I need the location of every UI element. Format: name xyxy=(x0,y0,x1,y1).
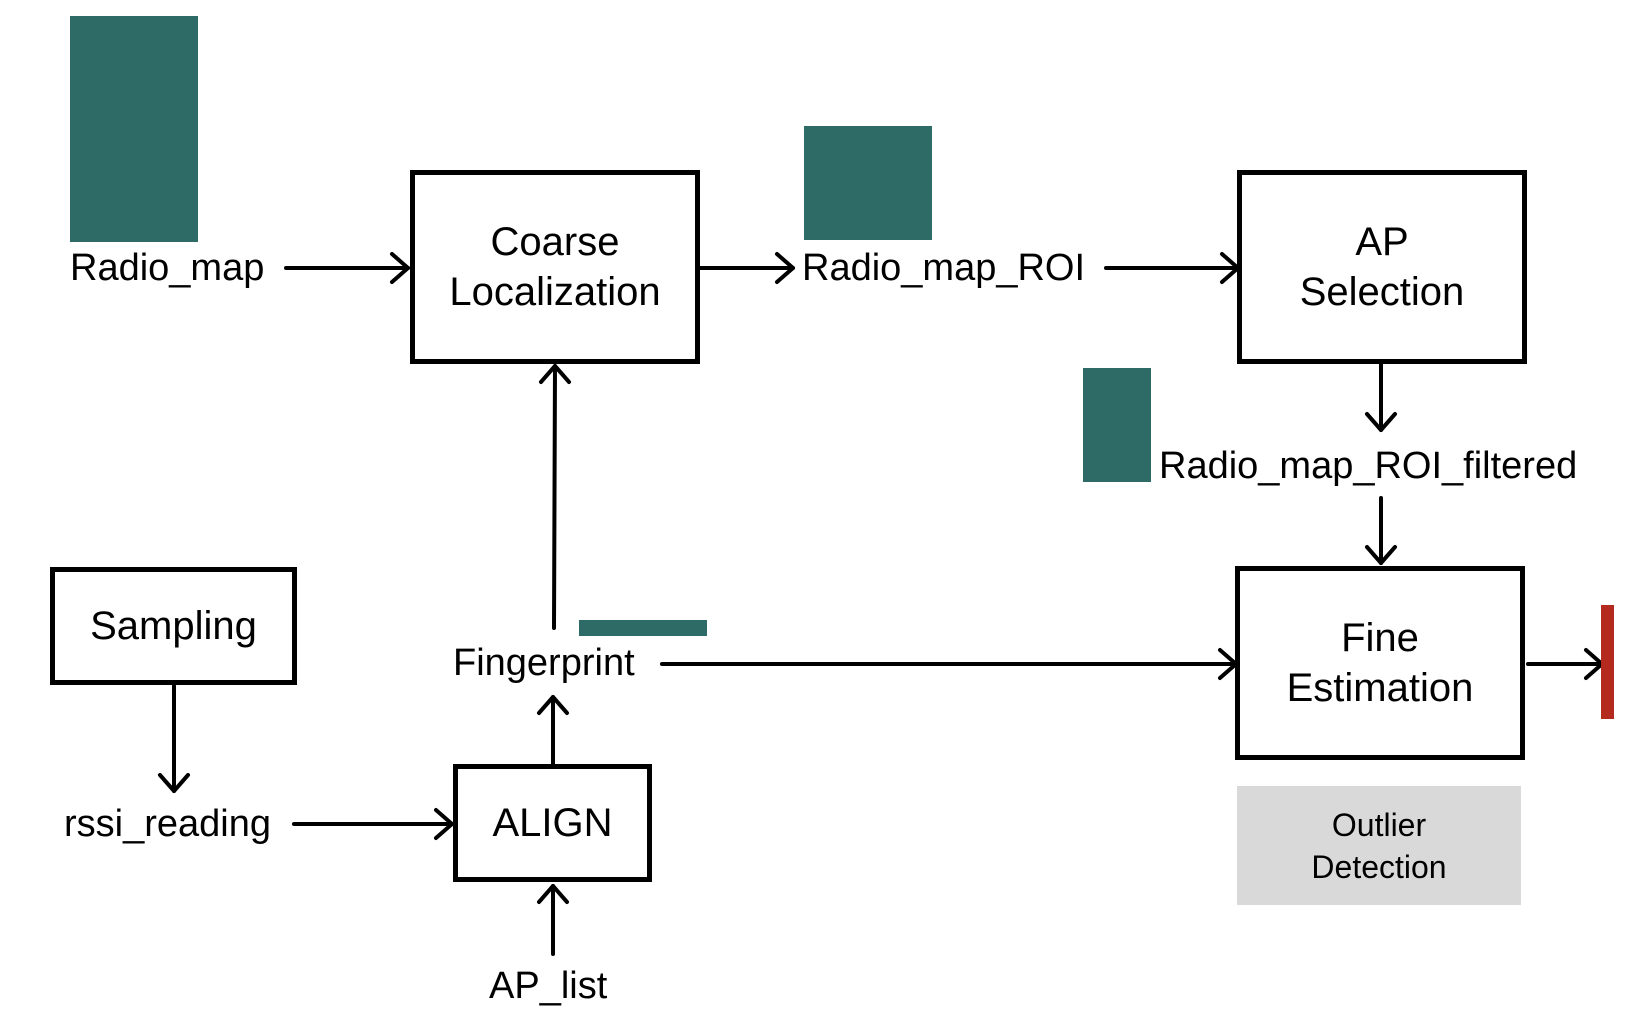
fingerprint-label: Fingerprint xyxy=(453,642,635,684)
arrow-head xyxy=(390,252,410,284)
fine-estimation-block: Fine Estimation xyxy=(1235,566,1525,760)
radio-map-roi-swatch xyxy=(804,126,932,240)
arrow-head xyxy=(537,695,569,715)
ap-list-label: AP_list xyxy=(489,965,608,1007)
arrow-head xyxy=(434,808,454,840)
rssi-reading-label: rssi_reading xyxy=(64,803,271,845)
arrow-fingerprint-to-coarse xyxy=(552,364,557,630)
radio-map-roi-filtered-swatch xyxy=(1083,368,1151,482)
arrow-head xyxy=(158,773,190,793)
arrow-head xyxy=(775,252,795,284)
output-marker xyxy=(1601,605,1614,719)
outlier-detection-note: Outlier Detection xyxy=(1237,786,1521,905)
arrow-head xyxy=(1365,545,1397,565)
radio-map-swatch xyxy=(70,16,198,242)
align-block: ALIGN xyxy=(453,764,652,882)
fingerprint-swatch xyxy=(579,620,707,636)
radio-map-roi-label: Radio_map_ROI xyxy=(802,247,1086,289)
ap-selection-block: AP Selection xyxy=(1237,170,1527,364)
arrow-head xyxy=(537,884,569,904)
arrow-head xyxy=(1365,412,1397,432)
radio-map-roi-filtered-label: Radio_map_ROI_filtered xyxy=(1159,445,1578,487)
radio-map-label: Radio_map xyxy=(70,247,265,289)
arrow-head xyxy=(539,364,571,384)
sampling-block: Sampling xyxy=(50,567,297,685)
coarse-localization-block: Coarse Localization xyxy=(410,170,700,364)
